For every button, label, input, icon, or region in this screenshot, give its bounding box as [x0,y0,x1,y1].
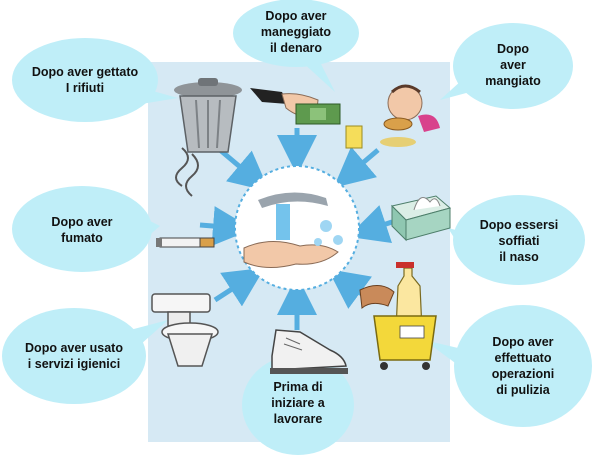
label-rifiuti: Dopo aver gettato I rifiuti [31,65,139,95]
label-servizi: Dopo aver usato i servizi igienici [25,341,123,371]
label-fumato: Dopo aver fumato [51,215,113,245]
work-shoe-icon [270,329,348,374]
arrow-mangiato [333,146,380,188]
trash-can-icon [174,78,242,153]
label-pulizia: Dopo aver effettuato operazioni di puliz… [491,335,555,397]
arrow-rifiuti [218,148,270,192]
money-hand-icon [250,88,341,125]
label-lavorare: Prima di iniziare a lavorare [271,380,325,426]
toilet-icon [151,293,219,367]
arrow-servizi [213,267,265,307]
label-denaro: Dopo aver maneggiato il denaro [260,9,332,55]
arrow-naso [347,205,393,244]
label-naso: Dopo essersi soffiati il naso [479,218,559,264]
cigarette-icon [156,147,215,248]
arrow-fumato [199,206,253,246]
label-mangiato: Dopo aver mangiato [485,42,541,88]
bubble-shape-denaro [233,0,359,92]
cleaning-bucket-icon [359,262,437,370]
bubble-shape-mangiato [440,23,573,109]
tissue-box-icon [391,195,452,242]
bubble-shape-naso [448,195,585,285]
bubble-shape-fumato [12,186,160,272]
eating-person-icon [345,84,440,149]
bubble-shape-rifiuti [12,38,178,122]
bubble-shape-servizi [2,308,168,404]
bubble-shape-pulizia [424,305,592,427]
hand-washing-icon [234,165,360,291]
